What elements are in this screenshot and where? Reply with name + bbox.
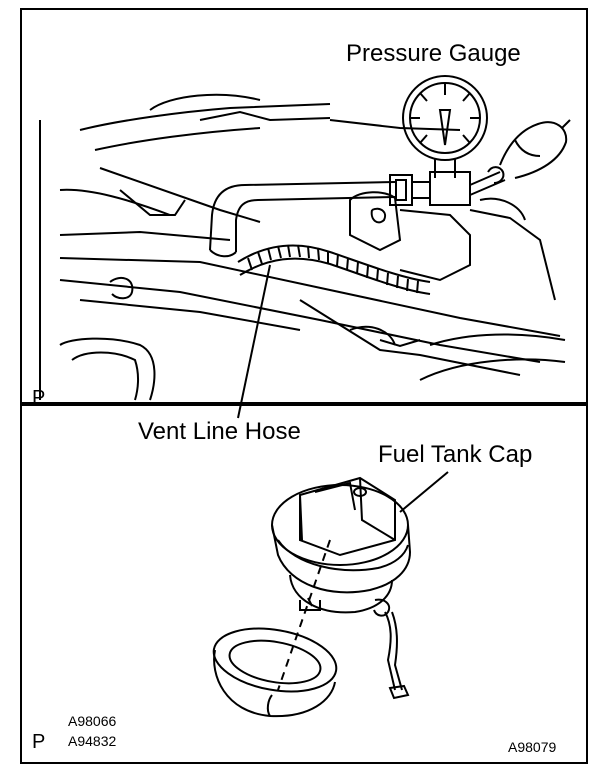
vent-line-hose-label: Vent Line Hose xyxy=(138,418,301,445)
bottom-panel xyxy=(20,404,588,764)
figure-code-2: A94832 xyxy=(68,733,117,749)
top-panel xyxy=(20,8,588,404)
fuel-tank-cap-label: Fuel Tank Cap xyxy=(378,441,533,468)
gauge-hose-drawing xyxy=(209,181,396,258)
center-dashed-line xyxy=(277,539,331,691)
vent-line-hose-drawing xyxy=(237,244,431,295)
leader-lines xyxy=(237,264,449,513)
filler-neck-drawing xyxy=(212,627,338,718)
engine-bay-drawing xyxy=(39,93,566,401)
panel-marker-top: P xyxy=(32,387,46,409)
figure-code-3: A98079 xyxy=(508,739,557,755)
figure-code-1: A98066 xyxy=(68,713,117,729)
pressure-gauge-label: Pressure Gauge xyxy=(346,40,521,67)
fuel-tank-cap-drawing xyxy=(271,476,412,700)
pressure-gauge-drawing xyxy=(389,75,571,206)
panel-marker-bottom: P xyxy=(32,731,46,753)
